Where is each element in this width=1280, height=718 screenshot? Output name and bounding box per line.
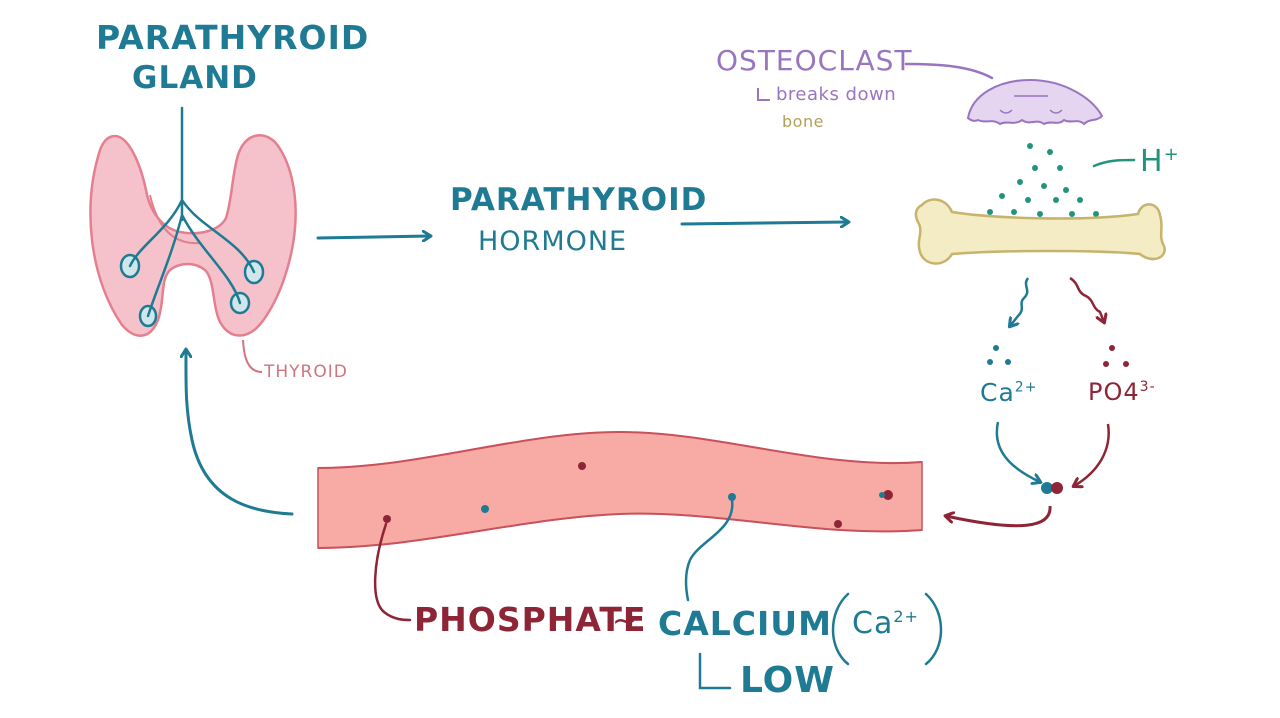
calcium-paren-label: Ca2+ (852, 606, 919, 641)
calcium-release-arrow (1010, 277, 1030, 326)
merged-phosphate-dot (1051, 482, 1063, 494)
calcium-ion-symbol: Ca (980, 378, 1015, 407)
phosphate-particles (1103, 345, 1129, 367)
phosphate-to-blood-arrow (1074, 423, 1110, 486)
calcium-pointer (684, 498, 734, 602)
h-ion-pointer (1092, 158, 1136, 168)
hormone-label-line2: HORMONE (478, 226, 628, 257)
hormone-label-line1: PARATHYROID (450, 182, 708, 218)
phosphate-ion-label: PO43- (1088, 378, 1156, 406)
calcium-paren-charge: 2+ (893, 607, 919, 626)
merged-calcium-dot (1041, 482, 1053, 494)
osteoclast-pointer (904, 62, 994, 80)
tilde-label: ~ (612, 604, 639, 639)
arrow-hormone-to-bone (680, 222, 848, 224)
low-label: LOW (740, 660, 835, 701)
feedback-arrow (186, 350, 294, 516)
h-ion-label: H+ (1140, 144, 1180, 179)
phosphate-ion-subscript: 4 (1123, 378, 1140, 406)
calcium-particles (987, 345, 1011, 365)
parathyroid-gland-label-line1: PARATHYROID (96, 18, 370, 57)
to-blood-vessel-arrow (946, 505, 1052, 528)
bone-label: bone (782, 112, 824, 131)
hydrogen-ions (987, 143, 1099, 217)
thyroid-label: THYROID (264, 362, 348, 382)
phosphate-label: PHOSPHATE (414, 600, 647, 639)
osteoclast-label: OSTEOCLAST (716, 44, 913, 77)
calcium-ion-label: Ca2+ (980, 378, 1037, 407)
calcium-ion-charge: 2+ (1014, 379, 1038, 396)
breaks-down-label: breaks down (776, 84, 897, 105)
breaks-down-bracket (757, 88, 770, 101)
bone-shape (914, 198, 1166, 265)
arrow-gland-to-hormone (316, 236, 430, 238)
h-ion-symbol: H (1140, 144, 1164, 179)
calcium-paren-symbol: Ca (852, 606, 894, 641)
calcium-to-blood-arrow (995, 421, 1040, 482)
osteoclast-cell (966, 78, 1104, 126)
phosphate-release-arrow (1069, 276, 1104, 322)
parathyroid-gland-label-line2: GLAND (132, 60, 258, 96)
blood-particles (383, 462, 893, 528)
phosphate-pointer (373, 522, 412, 622)
low-bracket (698, 652, 732, 690)
blood-vessel (317, 431, 923, 549)
phosphate-ion-charge: 3- (1139, 379, 1156, 395)
h-ion-charge: + (1163, 144, 1180, 165)
thyroid-gland (89, 106, 297, 373)
calcium-label: CALCIUM (658, 604, 832, 643)
phosphate-ion-symbol: PO (1088, 378, 1124, 406)
